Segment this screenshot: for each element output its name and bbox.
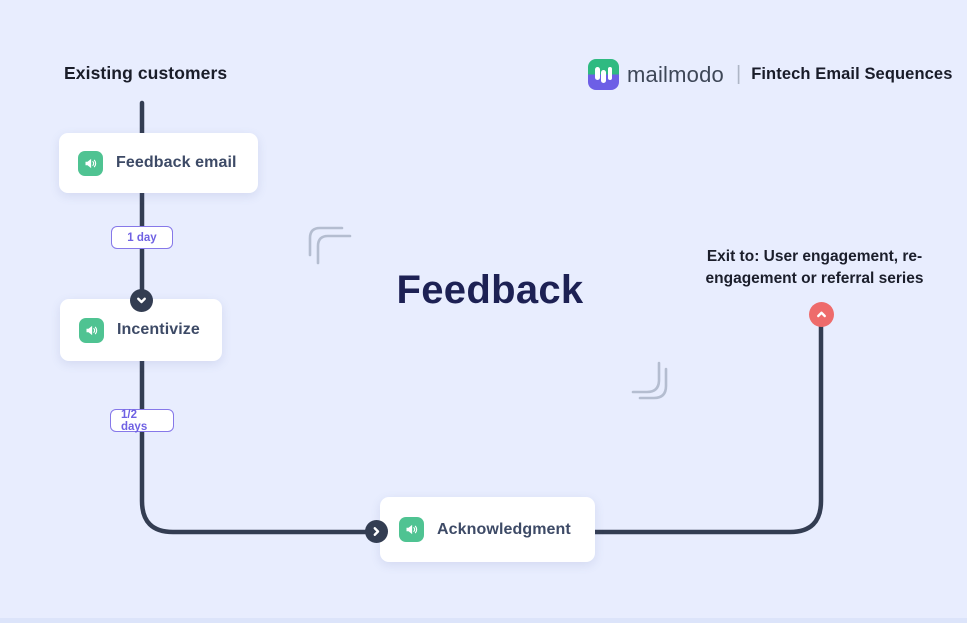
entry-label: Existing customers [64, 63, 228, 83]
chevron-right-icon [370, 525, 383, 538]
exit-note-line1: Exit to: User engagement, re- [706, 248, 923, 265]
megaphone-icon [79, 317, 104, 343]
node-label: Feedback email [116, 154, 237, 171]
step-marker-chevron-right[interactable] [365, 520, 388, 543]
chevron-down-icon [135, 294, 148, 307]
exit-marker-chevron-up[interactable] [809, 302, 834, 327]
megaphone-icon [399, 517, 424, 542]
exit-note: Exit to: User engagement, re- engagement… [688, 246, 941, 290]
node-card-acknowledgment[interactable]: Acknowledgment [380, 497, 595, 562]
step-marker-chevron-down[interactable] [130, 289, 153, 312]
brand-divider: | [735, 63, 742, 85]
brand-header: mailmodo | Fintech Email Sequences [588, 59, 952, 90]
node-label: Acknowledgment [437, 520, 571, 538]
exit-note-line2: engagement or referral series [705, 270, 924, 287]
mailmodo-wordmark: mailmodo [627, 61, 724, 87]
chevron-up-icon [815, 308, 828, 321]
delay-badge-1-day[interactable]: 1 day [111, 226, 173, 249]
decorative-corner-bottom [631, 361, 668, 400]
bottom-edge-strip [0, 618, 967, 623]
sequence-title: Feedback [396, 268, 584, 312]
node-label: Incentivize [117, 321, 200, 338]
mailmodo-logo-icon [588, 59, 619, 90]
megaphone-icon [78, 150, 103, 176]
delay-badge-half-days[interactable]: 1/2 days [110, 409, 174, 433]
decorative-corner-top [308, 226, 352, 265]
sequence-series-title: Fintech Email Sequences [751, 65, 953, 83]
node-card-feedback-email[interactable]: Feedback email [59, 133, 258, 193]
